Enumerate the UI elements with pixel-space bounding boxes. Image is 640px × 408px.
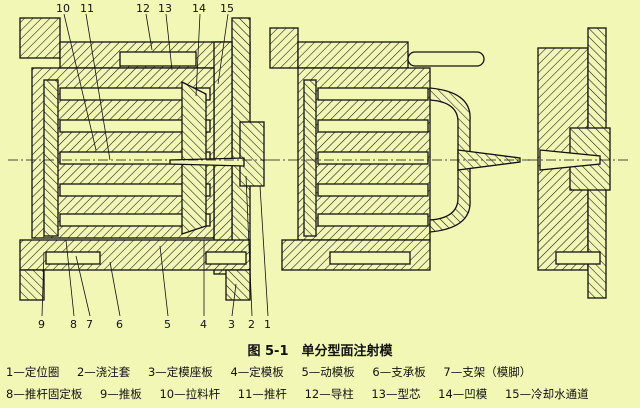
locating-ring (239, 121, 265, 187)
legend-item: 5—动模板 (301, 365, 355, 379)
open-mold-assembly (269, 27, 530, 271)
svg-text:11: 11 (80, 2, 94, 15)
legend-item: 2—浇注套 (76, 365, 131, 379)
legend-item: 6—支承板 (372, 365, 426, 379)
legend-item: 4—定模板 (230, 365, 284, 379)
legend-row-1: 1—定位圈 2—浇注套 3—定模座板 4—定模板 5—动模板 6—支承板 7—支… (6, 364, 636, 380)
legend-item: 3—定模座板 (147, 365, 213, 379)
svg-text:3: 3 (228, 318, 235, 331)
ejector-plate (43, 79, 59, 237)
callout-leaders (41, 13, 269, 317)
legend-item: 12—导柱 (304, 387, 354, 401)
svg-text:8: 8 (70, 318, 77, 331)
legend-item: 7—支架（模脚） (443, 365, 532, 379)
svg-text:4: 4 (200, 318, 207, 331)
legend-item: 8—推杆固定板 (6, 387, 83, 401)
legend-item: 11—推杆 (237, 387, 287, 401)
callout-numbers-top: 10 11 12 13 14 15 (56, 2, 234, 15)
molded-part (429, 87, 471, 233)
svg-text:1: 1 (264, 318, 271, 331)
svg-text:6: 6 (116, 318, 123, 331)
legend-item: 14—凹模 (438, 387, 488, 401)
fixed-half-assembly (528, 27, 628, 299)
legend-item: 10—拉料杆 (159, 387, 221, 401)
svg-text:15: 15 (220, 2, 234, 15)
legend-item: 1—定位圈 (6, 365, 60, 379)
callout-numbers-bottom: 9 8 7 6 5 4 3 2 1 (38, 318, 271, 331)
svg-text:7: 7 (86, 318, 93, 331)
legend-item: 13—型芯 (371, 387, 421, 401)
svg-text:9: 9 (38, 318, 45, 331)
legend-item: 15—冷却水通道 (504, 387, 589, 401)
top-clamp-plate (19, 17, 61, 59)
closed-mold-assembly (8, 17, 272, 301)
svg-text:13: 13 (158, 2, 172, 15)
figure-caption: 图 5-1 单分型面注射模 (247, 344, 393, 359)
legend-row-2: 8—推杆固定板 9—推板 10—拉料杆 11—推杆 12—导柱 13—型芯 14… (6, 386, 636, 402)
guide-pillar (119, 51, 197, 67)
svg-text:10: 10 (56, 2, 70, 15)
legend-item: 9—推板 (99, 387, 142, 401)
svg-text:14: 14 (192, 2, 206, 15)
svg-text:12: 12 (136, 2, 150, 15)
svg-text:2: 2 (248, 318, 255, 331)
svg-text:5: 5 (164, 318, 171, 331)
